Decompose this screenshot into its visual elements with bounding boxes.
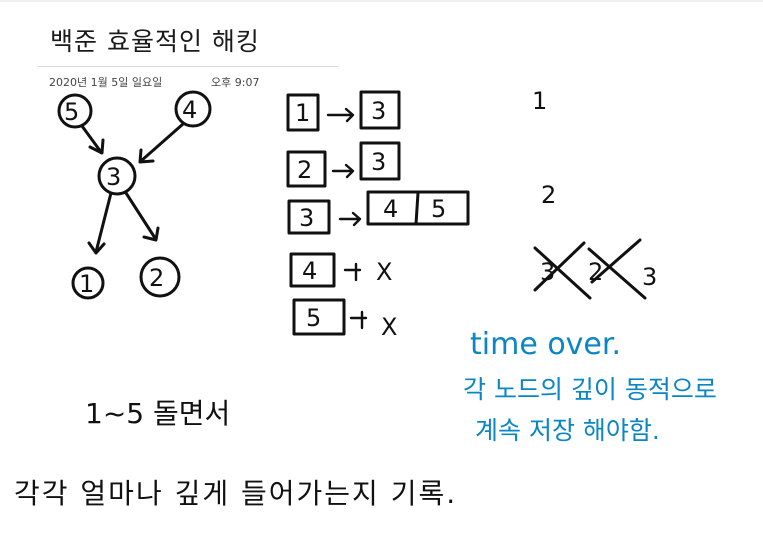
crossed-out-numbers: 3 2 3: [533, 238, 657, 300]
svg-text:3: 3: [642, 263, 657, 291]
svg-text:2: 2: [588, 258, 603, 286]
svg-text:3: 3: [371, 97, 386, 125]
svg-text:2: 2: [149, 264, 164, 292]
graph-node-4: 4: [174, 90, 212, 128]
note-bottom: 각각 얼마나 깊게 들어가는지 기록.: [14, 477, 458, 510]
adjacency-row-5: 5 X: [292, 298, 397, 341]
side-number-2: 2: [541, 181, 556, 209]
adjacency-row-4: 4 X: [289, 252, 392, 288]
svg-text:5: 5: [64, 98, 79, 126]
svg-text:5: 5: [306, 304, 321, 332]
svg-text:5: 5: [431, 195, 446, 223]
adjacency-list: 1 3 2 3 3 4 5 4 X 5: [286, 90, 470, 341]
adjacency-row-2: 2 3: [286, 141, 401, 188]
svg-text:3: 3: [299, 204, 314, 232]
graph-node-2: 2: [139, 256, 181, 298]
note-time-over: time over.: [470, 327, 621, 362]
svg-text:3: 3: [540, 258, 555, 286]
note-keep-storing: 계속 저장 해야함.: [475, 416, 660, 445]
svg-text:1: 1: [295, 99, 310, 127]
svg-text:3: 3: [371, 148, 386, 176]
page-date: 2020년 1월 5일 일요일: [49, 76, 163, 89]
graph-node-1: 1: [71, 266, 105, 300]
graph-node-3: 3: [97, 156, 137, 196]
graph-node-5: 5: [57, 93, 93, 129]
title-divider: [38, 66, 338, 67]
page-title: 백준 효율적인 해킹: [50, 27, 260, 56]
adjacency-row-1: 1 3: [286, 90, 401, 132]
svg-text:4: 4: [302, 257, 317, 285]
svg-text:4: 4: [383, 195, 398, 223]
svg-text:4: 4: [182, 96, 197, 124]
side-number-1: 1: [532, 87, 547, 115]
top-border: [0, 0, 763, 2]
page-time: 오후 9:07: [211, 76, 260, 89]
svg-text:X: X: [381, 313, 397, 341]
side-numbers: 1 2: [532, 87, 556, 209]
svg-text:X: X: [376, 258, 392, 286]
svg-text:1: 1: [79, 270, 94, 298]
adjacency-row-3: 3 4 5: [287, 190, 470, 235]
note-range: 1~5 돌면서: [85, 397, 231, 430]
graph-edges: [80, 122, 185, 255]
svg-text:2: 2: [297, 156, 312, 184]
note-depth-dynamic: 각 노드의 깊이 동적으로: [463, 375, 717, 404]
svg-text:3: 3: [106, 163, 121, 191]
graph-diagram: 5 4 3 1 2: [57, 90, 212, 300]
